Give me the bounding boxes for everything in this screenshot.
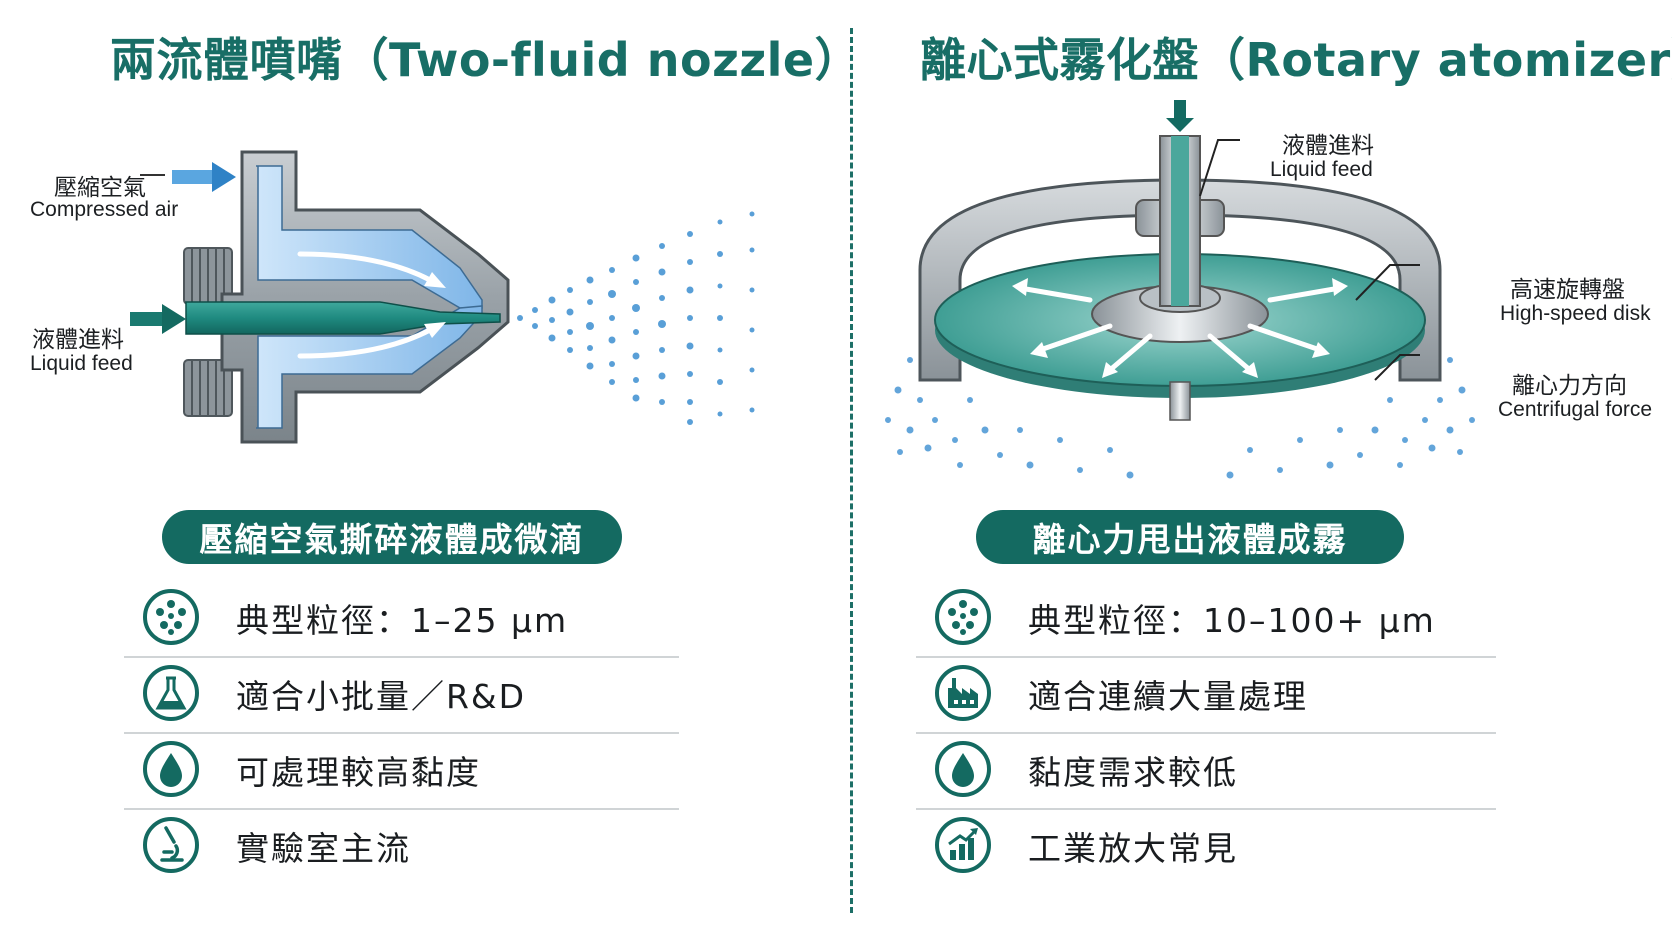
feature-text: 適合連續大量處理 xyxy=(1028,677,1308,716)
particles-icon xyxy=(935,589,991,645)
thread-fitting-top xyxy=(183,247,233,305)
liquid-input-arrow xyxy=(130,304,186,334)
air-input-arrow xyxy=(172,162,236,192)
left-feature-size: 典型粒徑：1–25 μm xyxy=(124,580,679,658)
particles-icon xyxy=(143,589,199,645)
feed-label-zh: 液體進料 xyxy=(1282,133,1374,159)
right-feature-viscosity: 黏度需求較低 xyxy=(916,732,1496,810)
force-label-en: Centrifugal force xyxy=(1498,398,1653,421)
feed-label-en: Liquid feed xyxy=(1270,158,1373,181)
left-feature-batch: 適合小批量／R&D xyxy=(124,656,679,734)
right-feature-scaleup: 工業放大常見 xyxy=(916,808,1496,884)
spray-droplets xyxy=(517,211,755,425)
panel-divider xyxy=(850,28,853,913)
liquid-label-en: Liquid feed xyxy=(30,352,133,375)
flask-icon xyxy=(143,665,199,721)
right-summary-pill: 離心力甩出液體成霧 xyxy=(976,510,1404,564)
right-feature-size: 典型粒徑：10–100+ μm xyxy=(916,580,1496,658)
microscope-icon xyxy=(143,817,199,873)
liquid-label-zh: 液體進料 xyxy=(32,327,124,353)
droplet-icon xyxy=(935,741,991,797)
factory-icon xyxy=(935,665,991,721)
thread-fitting-bottom xyxy=(183,359,233,417)
growth-chart-icon xyxy=(935,817,991,873)
right-title: 離心式霧化盤（Rotary atomizer） xyxy=(920,33,1672,87)
two-fluid-nozzle-diagram xyxy=(130,150,755,444)
left-summary-pill: 壓縮空氣撕碎液體成微滴 xyxy=(162,510,622,564)
rotary-atomizer-diagram xyxy=(885,100,1475,479)
droplet-icon xyxy=(143,741,199,797)
disk-label-zh: 高速旋轉盤 xyxy=(1510,277,1625,303)
air-label-zh: 壓縮空氣 xyxy=(54,175,146,201)
feature-text: 黏度需求較低 xyxy=(1028,753,1238,792)
left-feature-viscosity: 可處理較高黏度 xyxy=(124,732,679,810)
disk-label-en: High-speed disk xyxy=(1500,302,1651,325)
air-flow-arrows xyxy=(297,251,433,359)
left-title: 兩流體噴嘴（Two-fluid nozzle） xyxy=(110,33,862,87)
left-feature-lab: 實驗室主流 xyxy=(124,808,679,884)
feature-text: 典型粒徑：10–100+ μm xyxy=(1028,601,1436,640)
feature-text: 適合小批量／R&D xyxy=(236,677,527,716)
feature-text: 實驗室主流 xyxy=(236,829,411,868)
feature-text: 典型粒徑：1–25 μm xyxy=(236,601,569,640)
rotary-spray-droplets xyxy=(885,357,1475,479)
centrifugal-arrows xyxy=(1017,285,1343,373)
right-feature-continuous: 適合連續大量處理 xyxy=(916,656,1496,734)
feature-text: 可處理較高黏度 xyxy=(236,753,481,792)
feature-text: 工業放大常見 xyxy=(1028,829,1238,868)
air-label-en: Compressed air xyxy=(30,198,179,221)
force-label-zh: 離心力方向 xyxy=(1512,373,1627,399)
